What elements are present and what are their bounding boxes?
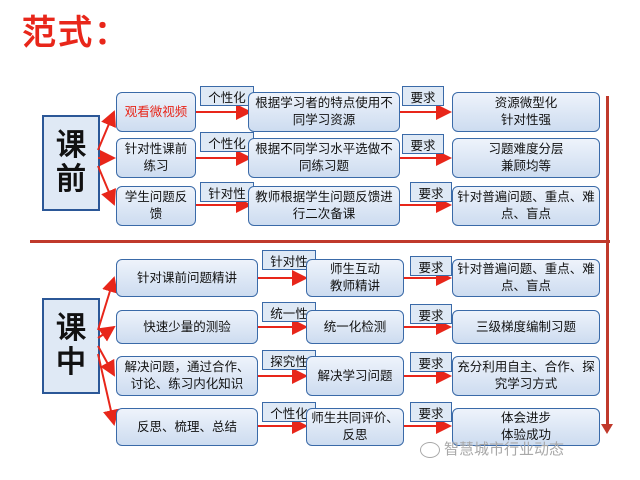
attribute-label: 个性化 [200,132,254,152]
attribute-label: 针对性 [200,182,254,202]
attribute-label: 探究性 [262,350,316,370]
step-box: 反思、梳理、总结 [116,408,258,446]
requirement-label: 要求 [410,256,452,276]
step-box: 观看微视频 [116,92,196,132]
wechat-icon [420,441,440,458]
action-box: 解决学习问题 [306,356,404,396]
requirement-label: 要求 [410,304,452,324]
phase-pre-class: 课 前 [42,115,100,211]
fan-arrow [97,276,118,331]
fan-arrow [97,325,116,342]
result-box: 三级梯度编制习题 [452,310,600,344]
action-box: 根据学习者的特点使用不同学习资源 [248,92,400,132]
attribute-label: 个性化 [262,402,316,422]
requirement-label: 要求 [402,134,444,154]
attribute-label: 针对性 [262,250,316,270]
phase-pre-char-1: 课 [56,127,86,163]
result-box: 体会进步 体验成功 [452,408,600,446]
requirement-label: 要求 [410,182,452,202]
fan-arrow [97,353,119,426]
phase-in-class: 课 中 [42,298,100,394]
page-title: 范式： [22,13,130,53]
action-box: 统一化检测 [306,310,404,344]
action-box: 教师根据学生问题反馈进行二次备课 [248,186,400,226]
watermark: 智慧城市行业动态 [420,438,564,459]
timeline-arrowhead [601,424,613,434]
requirement-label: 要求 [410,352,452,372]
result-box: 针对普遍问题、重点、难点、盲点 [452,186,600,226]
phase-pre-char-2: 前 [56,162,86,197]
result-box: 习题难度分层 兼顾均等 [452,138,600,178]
result-box: 充分利用自主、合作、探究学习方式 [452,356,600,396]
step-box: 学生问题反馈 [116,186,196,226]
action-box: 师生共同评价、反思 [306,408,404,446]
step-box: 针对课前问题精讲 [116,259,258,297]
step-box: 快速少量的测验 [116,310,258,344]
requirement-label: 要求 [410,402,452,422]
timeline-line [606,96,609,426]
action-box: 根据不同学习水平选做不同练习题 [248,138,400,178]
action-box: 师生互动 教师精讲 [306,259,404,297]
fan-arrow [97,165,116,206]
fan-arrow [97,110,116,151]
attribute-label: 统一性 [262,302,316,322]
result-box: 针对普遍问题、重点、难点、盲点 [452,259,600,297]
section-divider [30,240,610,243]
watermark-text: 智慧城市行业动态 [444,440,565,458]
phase-in-char-1: 课 [56,310,86,346]
attribute-label: 个性化 [200,86,254,106]
result-box: 资源微型化 针对性强 [452,92,600,132]
phase-in-char-2: 中 [56,345,86,380]
step-box: 解决问题，通过合作、讨论、练习内化知识 [116,356,258,396]
fan-arrow [97,345,115,377]
requirement-label: 要求 [402,86,444,106]
step-box: 针对性课前练习 [116,138,196,178]
